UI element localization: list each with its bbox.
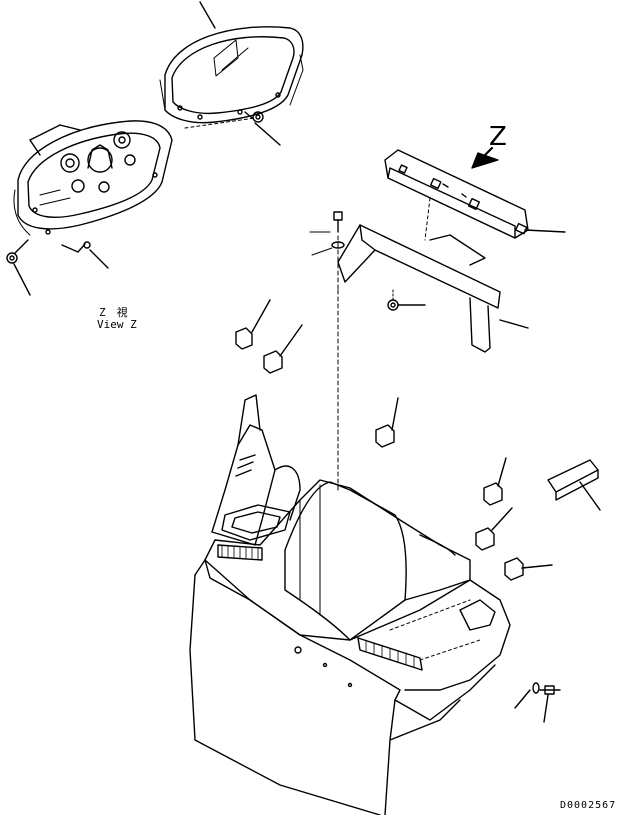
clip xyxy=(263,324,303,374)
drawing-number: D0002567 xyxy=(560,800,617,811)
dashboard-console xyxy=(189,394,511,816)
view-arrow xyxy=(471,146,499,169)
view-caption-japanese: Z 視 xyxy=(99,306,128,319)
clip xyxy=(504,557,553,581)
leader-line xyxy=(199,1,216,29)
clip xyxy=(375,397,399,448)
bolt-with-washer xyxy=(309,211,345,491)
cover-plate xyxy=(547,459,601,511)
pin xyxy=(83,241,91,249)
view-caption-english: View Z xyxy=(97,318,137,331)
mounting-bracket xyxy=(337,224,529,353)
leader-line xyxy=(61,243,86,253)
screw xyxy=(244,111,281,146)
clip xyxy=(235,299,271,350)
leader-line xyxy=(89,249,109,269)
bolt-with-washer xyxy=(514,682,561,723)
clip xyxy=(483,457,507,506)
meter-cover xyxy=(159,26,304,124)
instrument-cluster xyxy=(13,120,173,236)
leader-line xyxy=(524,229,566,233)
panel-top-view xyxy=(384,149,529,239)
clip xyxy=(475,507,513,551)
screw xyxy=(6,239,31,296)
screw xyxy=(387,289,426,311)
view-direction-letter: Z xyxy=(489,122,507,152)
leader-line xyxy=(29,124,81,156)
